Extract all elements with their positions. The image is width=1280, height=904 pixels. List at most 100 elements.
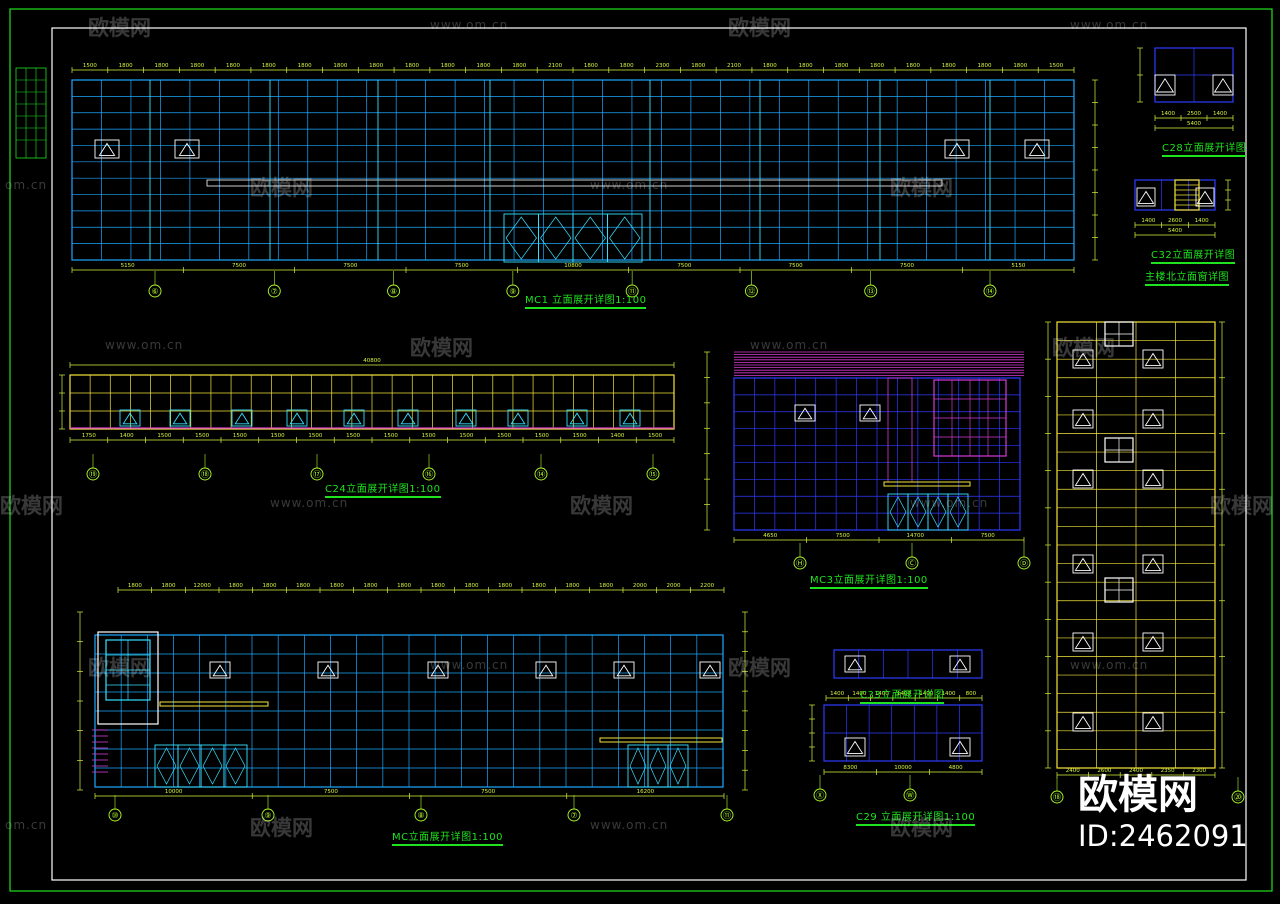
axis-bubble — [422, 467, 436, 481]
vent-window — [427, 661, 449, 679]
vent-window — [844, 737, 866, 757]
axis-bubble — [261, 808, 275, 822]
vent-window-icon — [172, 412, 188, 425]
vent-window — [1154, 74, 1176, 96]
dimension-text: 10000 — [165, 789, 183, 795]
vent-window-icon — [1196, 190, 1214, 204]
dimension-text: 1800 — [691, 63, 705, 69]
dimension-text: 1800 — [512, 63, 526, 69]
axis-label: ⑱ — [1053, 793, 1061, 802]
c29-window-grid — [823, 704, 983, 762]
dimension-text: 14700 — [907, 533, 925, 539]
dimension-text: 1800 — [834, 63, 848, 69]
dimension-text: 1500 — [535, 433, 549, 439]
dimension-text: 1800 — [405, 63, 419, 69]
c24-drawing-label: C24立面展开详图1:100 — [325, 480, 441, 498]
axis-bubble — [148, 284, 162, 298]
axis-bubble — [198, 467, 212, 481]
dimension-text: 1800 — [465, 583, 479, 589]
vent-window-icon — [1074, 557, 1092, 571]
dimension-text: 1800 — [333, 63, 347, 69]
vertical-dimension — [742, 611, 748, 791]
vent-window-icon — [1144, 352, 1162, 366]
axis-bubble — [414, 808, 428, 822]
vent-window — [1195, 187, 1215, 207]
vent-window-icon — [862, 407, 878, 420]
door-swing-mark — [649, 747, 667, 785]
dimension-text: 1500 — [83, 63, 97, 69]
dimension-text: 2600 — [1168, 218, 1182, 224]
dimension-text: 1400 — [942, 691, 956, 697]
dimension-text: 1800 — [431, 583, 445, 589]
axis-label: ⑳ — [1234, 793, 1242, 802]
dimension-text: 1800 — [584, 63, 598, 69]
vent-window — [699, 661, 721, 679]
vent-window — [119, 409, 141, 427]
vertical-dimension — [1092, 79, 1098, 261]
dimension-text: 1500 — [233, 433, 247, 439]
vent-window — [844, 655, 866, 673]
dimension-text: 1800 — [870, 63, 884, 69]
vent-window — [94, 139, 120, 159]
dimension-text: 1800 — [229, 583, 243, 589]
vent-window — [535, 661, 557, 679]
dimension-text: 40800 — [363, 358, 381, 364]
dimension-text: 1800 — [599, 583, 613, 589]
dimension-text: 1800 — [620, 63, 634, 69]
c24-window-grid — [69, 374, 675, 430]
brand-stamp: 欧模网 ID:2462091 — [1078, 772, 1248, 854]
dimension-text: 7500 — [981, 533, 995, 539]
dimension-text: 5150 — [1011, 263, 1025, 269]
dimension-text: 2350 — [1161, 768, 1175, 774]
c32-drawing-label: C32立面展开详图 — [1151, 246, 1236, 264]
vent-window — [174, 139, 200, 159]
axis-label: ⑰ — [313, 470, 321, 479]
axis-label: ⑫ — [747, 287, 755, 296]
vent-window-icon — [1144, 472, 1162, 486]
vent-window — [1072, 349, 1094, 369]
vent-window-icon — [234, 412, 250, 425]
dimension-text: 1400 — [875, 691, 889, 697]
title-strip — [15, 67, 47, 159]
vertical-dimension — [1045, 321, 1051, 769]
dimension-text: 7500 — [900, 263, 914, 269]
dimension-text: 1400 — [1213, 111, 1227, 117]
door-leaf — [667, 744, 689, 788]
vent-window — [1142, 712, 1164, 732]
dimension-text: 1500 — [346, 433, 360, 439]
dimension-text: 4650 — [763, 533, 777, 539]
vent-window-icon — [212, 664, 228, 677]
axis-bubble — [506, 284, 520, 298]
axis-bubble — [646, 467, 660, 481]
dimension-text: 1800 — [128, 583, 142, 589]
vent-window — [343, 409, 365, 427]
vent-window — [231, 409, 253, 427]
vent-window-icon — [1144, 412, 1162, 426]
dimension-text: 1800 — [190, 63, 204, 69]
vent-window-icon — [1074, 352, 1092, 366]
dimension-text: 7500 — [343, 263, 357, 269]
dimension-text: 1500 — [157, 433, 171, 439]
mc-drawing-label: MC立面展开详图1:100 — [392, 828, 503, 846]
door-swing-mark — [909, 496, 927, 528]
dimension-text: 1800 — [397, 583, 411, 589]
vent-window — [1142, 469, 1164, 489]
dimension-text: 1500 — [422, 433, 436, 439]
dimension-text: 1400 — [897, 691, 911, 697]
c28-drawing-label: C28立面展开详图 — [1162, 139, 1247, 157]
vent-window — [1072, 469, 1094, 489]
dimension-text: 1800 — [441, 63, 455, 69]
axis-label: Ⓓ — [1020, 559, 1028, 568]
dimension-text: 2000 — [633, 583, 647, 589]
dimension-text: 800 — [966, 691, 977, 697]
